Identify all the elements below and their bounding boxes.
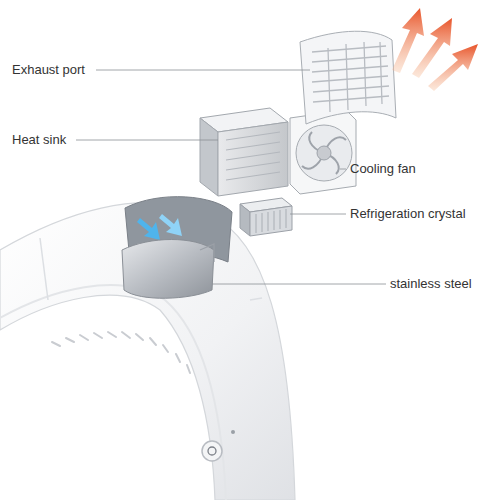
- part-label: Cooling fan: [350, 161, 416, 177]
- power-button: [202, 441, 222, 461]
- part-label: Heat sink: [12, 132, 66, 148]
- cooling-fan: [290, 110, 356, 194]
- vent-slots: [52, 332, 190, 373]
- neck-band: [0, 203, 295, 500]
- plate-clip: [200, 244, 214, 262]
- indicator-dot: [231, 430, 235, 434]
- cold-arrows: [137, 214, 182, 240]
- refrigeration-crystal: [240, 198, 292, 236]
- part-label: Refrigeration crystal: [350, 206, 466, 222]
- power-icon: [208, 447, 216, 455]
- part-label: stainless steel: [390, 276, 472, 292]
- leader-lines: [76, 70, 386, 284]
- band-edge: [0, 285, 226, 500]
- steel-plate: [122, 240, 214, 299]
- part-label: Exhaust port: [12, 62, 85, 78]
- heat-arrows: [392, 8, 478, 91]
- exhaust-port-cover: [300, 31, 396, 124]
- heat-sink: [200, 108, 288, 196]
